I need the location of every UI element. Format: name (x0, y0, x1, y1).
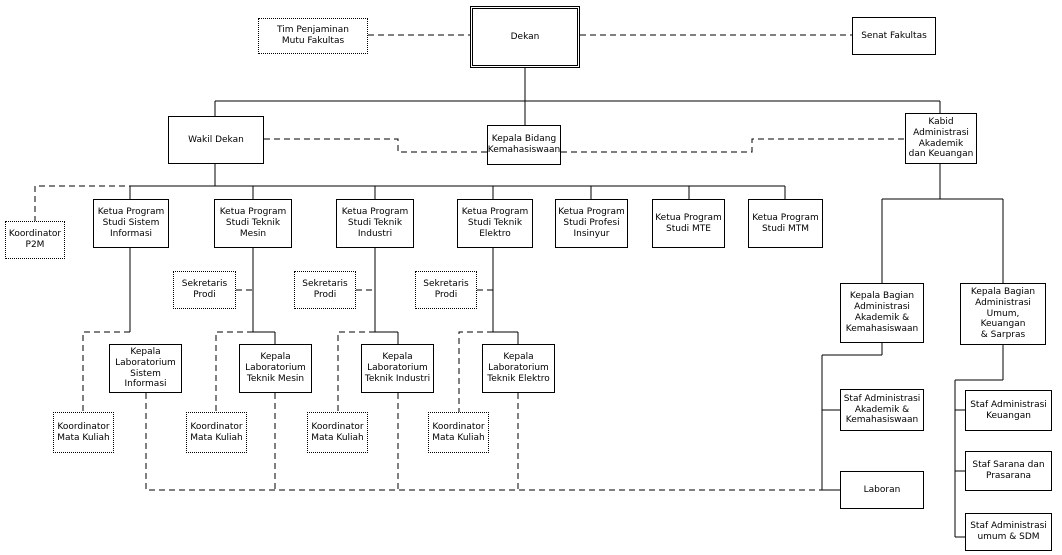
koordinator-mk-mesin-box: Koordinator Mata Kuliah (186, 412, 247, 453)
prodi-teknik-mesin-box: Ketua Program Studi Teknik Mesin (214, 199, 292, 248)
koordinator-mk-elektro-box: Koordinator Mata Kuliah (428, 412, 489, 453)
koordinator-p2m-box: Koordinator P2M (5, 221, 65, 259)
kabag-akademik-box: Kepala Bagian Administrasi Akademik & Ke… (840, 283, 924, 343)
prodi-sistem-informasi-box: Ketua Program Studi Sistem Informasi (93, 199, 169, 248)
prodi-profesi-insinyur-box: Ketua Program Studi Profesi Insinyur (555, 199, 628, 248)
staf-akademik-box: Staf Administrasi Akademik & Kemahasiswa… (840, 389, 924, 431)
lab-sistem-informasi-box: Kepala Laboratorium Sistem Informasi (109, 344, 182, 393)
lab-teknik-mesin-box: Kepala Laboratorium Teknik Mesin (239, 344, 312, 393)
lab-teknik-industri-box: Kepala Laboratorium Teknik Industri (361, 344, 434, 393)
senat-fakultas-box: Senat Fakultas (852, 17, 936, 55)
staf-keuangan-box: Staf Administrasi Keuangan (965, 390, 1052, 431)
prodi-mtm-box: Ketua Program Studi MTM (748, 199, 823, 248)
dekan-box: Dekan (470, 6, 580, 68)
prodi-teknik-elektro-box: Ketua Program Studi Teknik Elektro (457, 199, 533, 248)
kabag-umum-box: Kepala Bagian Administrasi Umum, Keuanga… (960, 283, 1046, 345)
prodi-teknik-industri-box: Ketua Program Studi Teknik Industri (336, 199, 414, 248)
prodi-mte-box: Ketua Program Studi MTE (652, 199, 725, 248)
kepala-bidang-kemahasiswaan-box: Kepala Bidang Kemahasiswaan (487, 125, 561, 165)
koordinator-mk-si-box: Koordinator Mata Kuliah (53, 412, 114, 453)
lab-teknik-elektro-box: Kepala Laboratorium Teknik Elektro (482, 344, 555, 393)
staf-sdm-box: Staf Administrasi umum & SDM (965, 513, 1052, 551)
tim-penjaminan-mutu-box: Tim Penjaminan Mutu Fakultas (258, 18, 368, 54)
sekretaris-prodi-industri-box: Sekretaris Prodi (294, 271, 356, 309)
wakil-dekan-box: Wakil Dekan (168, 116, 264, 164)
laboran-box: Laboran (840, 471, 924, 509)
sekretaris-prodi-elektro-box: Sekretaris Prodi (415, 271, 477, 309)
koordinator-mk-industri-box: Koordinator Mata Kuliah (307, 412, 368, 453)
kabid-administrasi-box: Kabid Administrasi Akademik dan Keuangan (905, 113, 977, 164)
sekretaris-prodi-mesin-box: Sekretaris Prodi (173, 271, 236, 309)
staf-sarana-box: Staf Sarana dan Prasarana (965, 451, 1052, 491)
